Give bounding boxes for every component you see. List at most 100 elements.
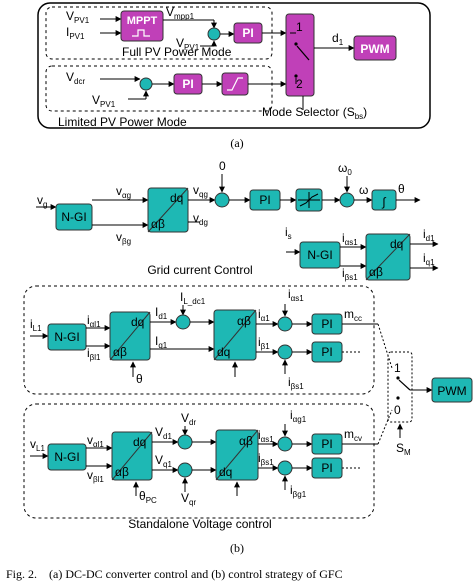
full-pv-mode-title: Full PV Power Mode: [122, 45, 232, 59]
selector-pos1-label: 1: [296, 20, 303, 34]
vc-dq-label: dq: [133, 435, 146, 449]
integrator-icon: ∫: [381, 195, 386, 209]
mppt-block: [120, 10, 164, 42]
is-label: is: [285, 225, 292, 241]
is-ngi-block: [299, 241, 341, 269]
vc-d-summing-junction: [177, 434, 193, 450]
iag1-label: iαg1: [290, 408, 307, 424]
limited-mode-summing-junction: [139, 77, 153, 91]
vbg-label: vβg: [116, 230, 131, 246]
grid-summing-junction-1: [214, 192, 230, 208]
vc-inv-dq-label: dq: [219, 465, 232, 479]
part-a-label: (a): [230, 136, 243, 150]
theta-pc-label: θPC: [139, 489, 157, 505]
full-pv-mode-box: [45, 6, 273, 60]
vqr-label: Vqr: [181, 491, 196, 507]
mode-selector-caption: Mode Selector (Sbs): [262, 105, 367, 121]
is-ngi-label: N-GI: [307, 248, 332, 262]
current-control-box: [23, 285, 375, 395]
vc-ngi-block: [47, 443, 87, 471]
current-control-loop: iL1 N-GI iαl1 iβl1 dq αβ θ Id1 Iq1 IL_dc…: [23, 285, 393, 395]
part-b-pwm-block: [431, 377, 473, 403]
omega0-label: ω0: [338, 161, 352, 177]
vc-ab-label: αβ: [115, 465, 129, 479]
grid-current-control-title: Grid current Control: [147, 263, 252, 277]
vg-label: vg: [37, 193, 47, 209]
saturation-icon: [298, 192, 320, 208]
mppt-waveform-icon: [132, 29, 150, 37]
grid-ngi-label: N-GI: [61, 210, 86, 224]
vdcr-label: Vdcr: [66, 70, 85, 86]
val1-label: vαl1: [87, 433, 104, 449]
voltage-control-loop: vL1 N-GI vαl1 vβl1 dq αβ θPC Vd1 Vq1 Vdr…: [23, 403, 393, 531]
vc-alpha-summing-junction: [277, 436, 293, 452]
grid-ngi-block: [55, 203, 93, 231]
sm-switch-box: [387, 351, 413, 423]
is-dq-label: dq: [390, 237, 403, 251]
vl1-label: vL1: [30, 437, 45, 453]
ias1-label: iαs1: [342, 231, 358, 247]
il1-label: iL1: [30, 317, 42, 333]
vq1-label: Vq1: [155, 453, 172, 469]
cc-ngi-label: N-GI: [54, 330, 79, 344]
id1-output-label: id1: [423, 227, 435, 243]
mode-selector-block: [285, 13, 315, 97]
mcv-label: mcv: [344, 427, 362, 443]
vqg-label: vqg: [193, 183, 208, 199]
iq1-output-label: iq1: [423, 251, 435, 267]
cc-ias1-label: iαs1: [288, 287, 304, 303]
cc-id1-label: Id1: [155, 305, 168, 321]
ial1-label: iαl1: [87, 313, 101, 329]
cc-iq1-label: Iq1: [155, 334, 168, 350]
limited-mode-pi-label: PI: [182, 77, 193, 91]
vag-label: vαg: [116, 184, 131, 200]
limited-pv-mode-title: Limited PV Power Mode: [58, 115, 187, 129]
vdg-label: vdg: [193, 211, 208, 227]
cc-inv-dq-label: dq: [217, 345, 230, 359]
vmpp1-label: Vmpp1: [166, 5, 195, 21]
cc-ab-label: αβ: [113, 345, 127, 359]
vpv1-input-label: VPV1: [66, 9, 90, 25]
part-b-pwm-label: PWM: [437, 384, 466, 398]
full-mode-summing-junction: [207, 27, 221, 41]
vc-pi-alpha-label: PI: [321, 437, 332, 451]
ia1-label: iα1: [258, 307, 270, 323]
mppt-block-label: MPPT: [127, 15, 158, 27]
ibl1-label: iβl1: [87, 346, 101, 362]
grid-zero-reference-label: 0: [219, 159, 226, 173]
is-park-transform-divider: [365, 233, 411, 281]
grid-summing-junction-2: [339, 192, 355, 208]
cc-theta-label: θ: [136, 372, 143, 386]
grid-pi-label: PI: [259, 193, 270, 207]
selector-switch-arm: [296, 45, 310, 61]
voltage-control-box: [23, 403, 375, 519]
part-b-label: (b): [230, 541, 244, 555]
cc-alpha-summing-junction: [277, 316, 293, 332]
output-switch: 1 0 SM PWM: [387, 351, 473, 457]
ib1-label: iβ1: [258, 335, 270, 351]
part-a-frame: [37, 2, 431, 129]
cc-dq-label: dq: [131, 315, 144, 329]
cc-ibs1-label: iβs1: [288, 375, 304, 391]
vd1-label: Vd1: [155, 425, 172, 441]
vc-beta-summing-junction: [277, 460, 293, 476]
vbl1-label: vβl1: [87, 468, 104, 484]
figure-caption: Fig. 2.(a) DC-DC converter control and (…: [6, 567, 343, 581]
part-a-pwm-label: PWM: [360, 42, 389, 56]
grid-dq-label: dq: [170, 191, 183, 205]
switch-pos0-label: 0: [394, 403, 401, 417]
part-a-pwm-block: [353, 35, 397, 61]
cc-beta-summing-junction: [277, 344, 293, 360]
part-a-diagram: VPV1 IPV1 MPPT Vmpp1 VPV1 PI Full PV Pow…: [37, 2, 431, 150]
voltage-control-title: Standalone Voltage control: [128, 517, 271, 531]
grid-park-transform-divider: [147, 187, 189, 233]
full-mode-pi-label: PI: [242, 26, 253, 40]
ibs1-label: iβs1: [342, 266, 358, 282]
vc-q-summing-junction: [177, 462, 193, 478]
omega-label: ω: [359, 183, 368, 197]
limited-vpv1-label: VPV1: [92, 93, 116, 109]
vdr-label: Vdr: [181, 411, 196, 427]
is-ab-label: αβ: [369, 265, 383, 279]
vc-inv-ab-label: αβ: [239, 434, 253, 448]
